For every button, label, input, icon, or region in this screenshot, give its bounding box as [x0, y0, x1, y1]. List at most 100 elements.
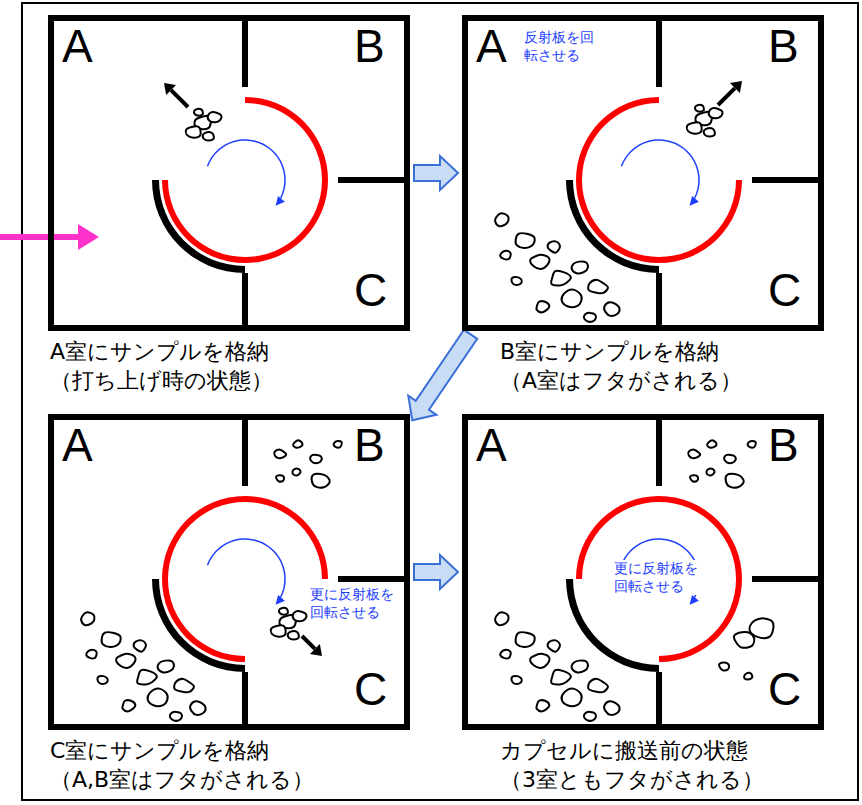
container-wall	[465, 417, 821, 727]
moving-sample	[695, 105, 704, 112]
stored-sample	[588, 679, 608, 693]
room-label: C	[768, 267, 801, 313]
stored-sample	[706, 469, 714, 476]
stored-sample	[750, 618, 774, 638]
room-label: B	[768, 23, 799, 69]
panel-caption: A室にサンプルを格納 （打ち上げ時の状態）	[50, 338, 390, 395]
stored-sample	[690, 475, 698, 481]
stored-sample	[500, 650, 511, 659]
moving-sample	[279, 608, 288, 615]
step-arrow	[414, 555, 458, 589]
room-label: A	[62, 23, 93, 69]
rotation-arrow-head	[690, 196, 699, 206]
stored-sample	[562, 688, 582, 706]
sample-direction-head	[164, 83, 176, 95]
stored-sample	[572, 660, 588, 672]
sample-direction-shaft	[718, 88, 735, 105]
rotation-note: 更に反射板を回転させる	[614, 560, 702, 595]
room-label: A	[476, 422, 507, 468]
stored-sample	[292, 469, 300, 476]
stored-sample	[548, 241, 560, 252]
stored-sample	[530, 255, 549, 269]
stored-sample	[334, 441, 342, 448]
room-label: B	[354, 23, 385, 69]
stored-sample	[584, 313, 596, 322]
moving-sample	[687, 122, 702, 133]
rotation-arc	[621, 140, 699, 205]
stored-sample	[310, 455, 321, 463]
reflector-arc	[162, 496, 328, 662]
reflector-arc	[576, 496, 742, 662]
room-label: B	[768, 422, 799, 468]
stored-sample	[572, 261, 588, 273]
room-divider	[338, 576, 410, 582]
room-label: A	[476, 23, 507, 69]
process-panel: ABC更に反射板を回転させるC室にサンプルを格納 （A,B室はフタがされる）	[48, 414, 410, 730]
moving-sample	[203, 132, 214, 140]
stored-sample	[688, 450, 700, 459]
rotation-arc	[207, 539, 285, 604]
stored-sample	[512, 277, 522, 285]
stored-sample	[495, 213, 508, 226]
moving-sample	[194, 109, 203, 116]
stored-sample	[98, 676, 108, 684]
room-divider	[242, 273, 248, 331]
sample-direction-shaft	[302, 636, 315, 649]
rotation-note: 反射板を回転させる	[524, 29, 598, 64]
step-arrow	[408, 330, 477, 420]
stored-sample	[707, 440, 717, 448]
stored-sample	[584, 712, 596, 721]
room-divider	[656, 273, 662, 331]
sample-direction-shaft	[171, 90, 188, 107]
process-panel: ABC反射板を回転させるB室にサンプルを格納 （A室はフタがされる）	[462, 15, 824, 331]
stored-sample	[276, 475, 284, 481]
room-divider	[242, 672, 248, 730]
room-divider	[338, 177, 410, 183]
room-divider	[656, 15, 662, 87]
stored-sample	[274, 450, 286, 459]
stored-sample	[293, 440, 303, 448]
stored-sample	[562, 289, 582, 307]
stored-sample	[551, 271, 571, 286]
panel-caption: カプセルに搬送前の状態 （3室ともフタがされる）	[500, 737, 840, 794]
rotation-note: 更に反射板を回転させる	[310, 586, 398, 621]
reflector-arc	[576, 97, 742, 263]
stored-sample	[530, 654, 549, 668]
container-wall	[465, 18, 821, 328]
moving-sample	[704, 128, 715, 136]
room-divider	[242, 15, 248, 87]
room-label: C	[354, 267, 387, 313]
stored-sample	[312, 474, 330, 488]
stored-sample	[548, 640, 560, 651]
room-divider	[656, 672, 662, 730]
stored-sample	[86, 650, 97, 659]
room-divider	[752, 177, 824, 183]
container-wall	[51, 18, 407, 328]
stored-sample	[604, 302, 619, 316]
room-label: A	[62, 422, 93, 468]
process-panel: ABCA室にサンプルを格納 （打ち上げ時の状態）	[48, 15, 410, 331]
stored-sample	[516, 233, 535, 248]
stored-sample	[551, 670, 571, 685]
moving-sample	[288, 631, 299, 639]
stored-sample	[170, 712, 182, 721]
rotation-arc	[207, 140, 285, 205]
sample-direction-head	[310, 644, 322, 656]
stored-sample	[102, 632, 121, 647]
stored-sample	[516, 632, 535, 647]
process-panel: ABC更に反射板を回転させるカプセルに搬送前の状態 （3室ともフタがされる）	[462, 414, 824, 730]
room-divider	[242, 414, 248, 486]
stored-sample	[190, 701, 205, 715]
stored-sample	[748, 441, 756, 448]
room-label: C	[768, 666, 801, 712]
reflector-arc	[162, 97, 328, 263]
outer-frame	[22, 3, 858, 800]
moving-sample	[186, 126, 201, 137]
stored-sample	[744, 673, 752, 680]
room-divider	[656, 414, 662, 486]
room-label: B	[354, 422, 385, 468]
moving-sample	[208, 112, 222, 122]
stored-sample	[148, 688, 168, 706]
